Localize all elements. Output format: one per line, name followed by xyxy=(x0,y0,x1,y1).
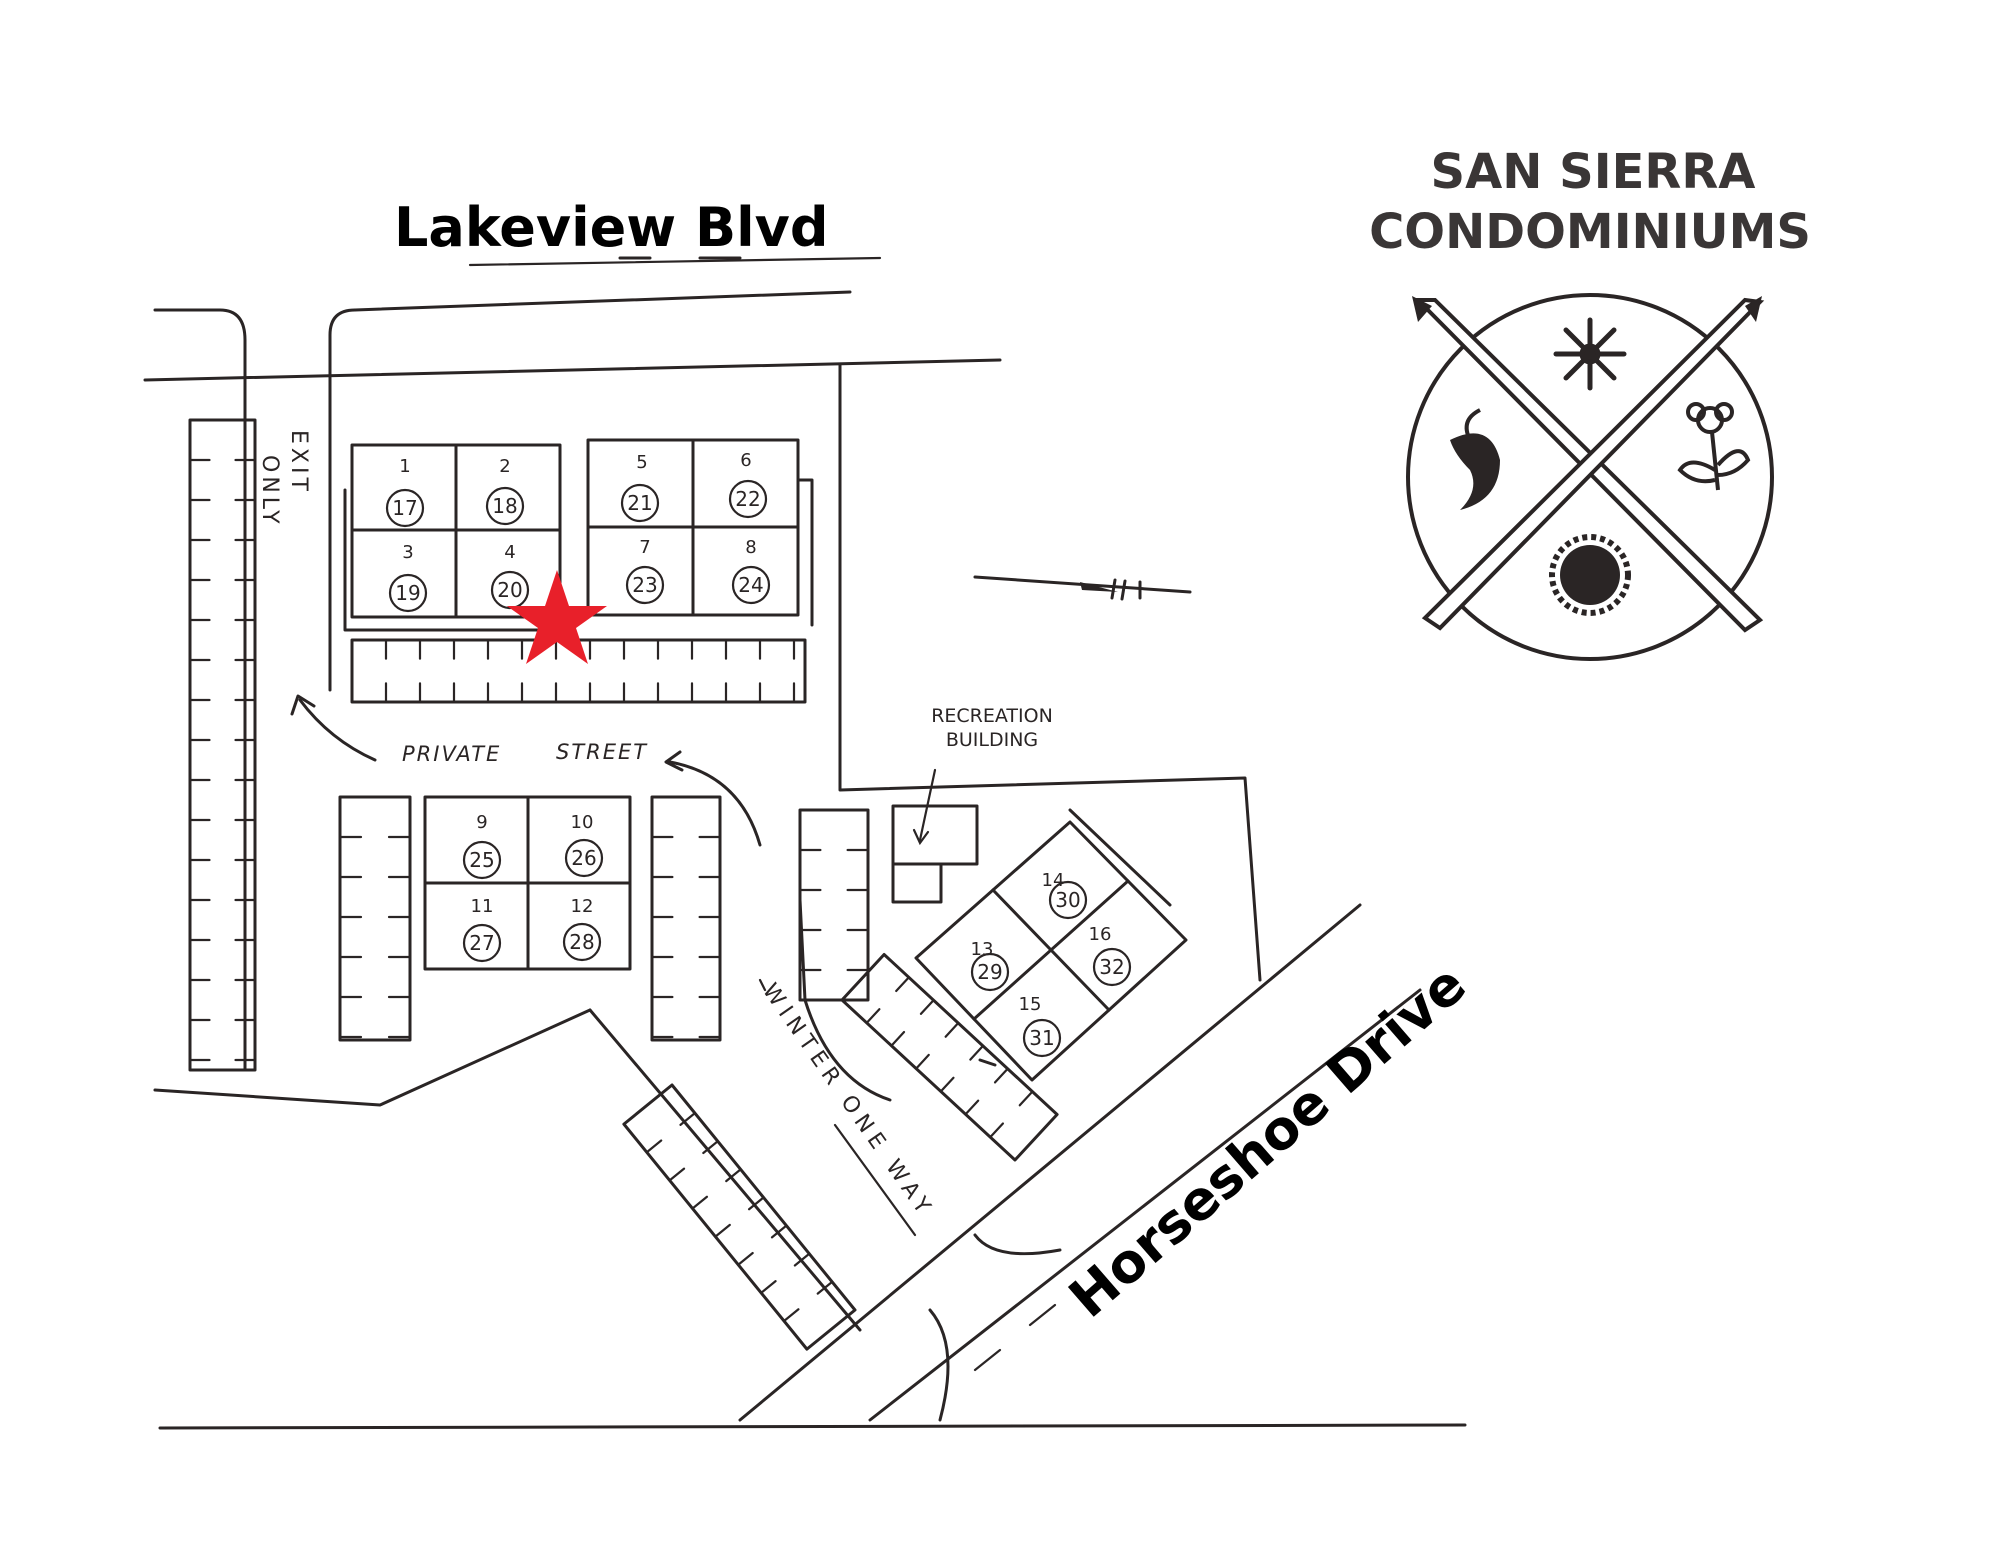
unit-label: 5 21 xyxy=(620,452,660,523)
unit-circled-number: 22 xyxy=(735,487,760,511)
unit-circle xyxy=(728,479,768,519)
unit-circled-number: 17 xyxy=(392,496,417,520)
exit-only-label-2: ONLY xyxy=(257,455,282,528)
unit-label: 4 20 xyxy=(490,542,530,610)
unit-circled-number: 26 xyxy=(571,846,596,870)
title-line-2: CONDOMINIUMS xyxy=(1369,204,1811,260)
sunflower-icon xyxy=(1549,534,1631,616)
unit-number: 5 xyxy=(636,452,647,473)
unit-circle xyxy=(1048,880,1088,920)
horseshoe-drive-label: Horseshoe Drive xyxy=(1057,953,1478,1330)
building-block-d xyxy=(914,808,1188,1082)
unit-circled-number: 32 xyxy=(1099,955,1124,979)
recreation-building-label-2: BUILDING xyxy=(946,729,1038,751)
north-arrow-icon xyxy=(973,575,1192,601)
unit-label: 12 28 xyxy=(562,896,602,962)
location-star-icon xyxy=(507,570,607,664)
unit-label: 7 23 xyxy=(625,537,665,605)
unit-number: 8 xyxy=(745,537,756,558)
unit-circled-number: 25 xyxy=(469,848,494,872)
unit-label: 3 19 xyxy=(388,542,428,613)
unit-label: 2 18 xyxy=(485,456,525,526)
unit-circle xyxy=(564,838,604,878)
unit-number: 4 xyxy=(504,542,515,563)
unit-circled-number: 20 xyxy=(497,578,522,602)
crossed-skis-icon xyxy=(1412,296,1765,633)
unit-label: 8 24 xyxy=(731,537,771,605)
unit-circle xyxy=(731,565,771,605)
unit-circle xyxy=(385,488,425,528)
unit-number: 1 xyxy=(399,456,410,477)
unit-number: 7 xyxy=(639,537,650,558)
unit-circled-number: 24 xyxy=(738,573,763,597)
unit-circle xyxy=(625,565,665,605)
title-line-1: SAN SIERRA xyxy=(1431,144,1756,200)
unit-number: 3 xyxy=(402,542,413,563)
unit-label: 11 27 xyxy=(462,896,502,963)
unit-number: 11 xyxy=(471,896,494,917)
unit-circle xyxy=(485,486,525,526)
building-block-a xyxy=(343,443,562,632)
flower-icon xyxy=(1677,402,1751,491)
building-block-c xyxy=(423,795,632,971)
traffic-arrows xyxy=(290,694,917,1237)
road-lines xyxy=(143,256,1467,1430)
unit-number: 12 xyxy=(571,896,594,917)
unit-circled-number: 27 xyxy=(469,931,494,955)
snowflake-icon xyxy=(1553,317,1627,391)
unit-label: 1 17 xyxy=(385,456,425,528)
unit-number: 10 xyxy=(571,812,594,833)
unit-number: 9 xyxy=(476,812,487,833)
unit-circle xyxy=(1022,1018,1062,1058)
unit-circled-number: 30 xyxy=(1055,888,1080,912)
building-block-b xyxy=(586,438,814,627)
unit-circled-number: 29 xyxy=(977,960,1002,984)
unit-circle xyxy=(970,952,1010,992)
recreation-building-label: RECREATION xyxy=(931,705,1053,727)
unit-number: 2 xyxy=(499,456,510,477)
unit-circle xyxy=(1092,947,1132,987)
exit-only-label: EXIT xyxy=(286,430,311,495)
private-street-label: PRIVATE xyxy=(402,742,501,766)
unit-label: 6 22 xyxy=(728,450,768,519)
unit-circled-number: 21 xyxy=(627,491,652,515)
lakeview-blvd-label: Lakeview Blvd xyxy=(394,196,828,259)
street-label: STREET xyxy=(556,740,648,764)
unit-circled-number: 31 xyxy=(1029,1026,1054,1050)
logo xyxy=(1406,293,1774,661)
unit-number: 15 xyxy=(1019,994,1042,1015)
unit-circle xyxy=(620,483,660,523)
unit-circle xyxy=(462,840,502,880)
unit-circled-number: 23 xyxy=(632,573,657,597)
chili-pepper-icon xyxy=(1450,408,1500,510)
unit-number: 6 xyxy=(740,450,751,471)
unit-circled-number: 18 xyxy=(492,494,517,518)
unit-number: 16 xyxy=(1089,924,1112,945)
unit-circled-number: 19 xyxy=(395,581,420,605)
unit-circle xyxy=(562,922,602,962)
unit-label: 10 26 xyxy=(564,812,604,878)
unit-circle xyxy=(388,573,428,613)
unit-circle xyxy=(462,923,502,963)
winter-one-way-label: WINTER ONE WAY xyxy=(757,979,938,1223)
unit-label: 9 25 xyxy=(462,812,502,880)
recreation-building xyxy=(891,768,979,904)
unit-circled-number: 28 xyxy=(569,930,594,954)
